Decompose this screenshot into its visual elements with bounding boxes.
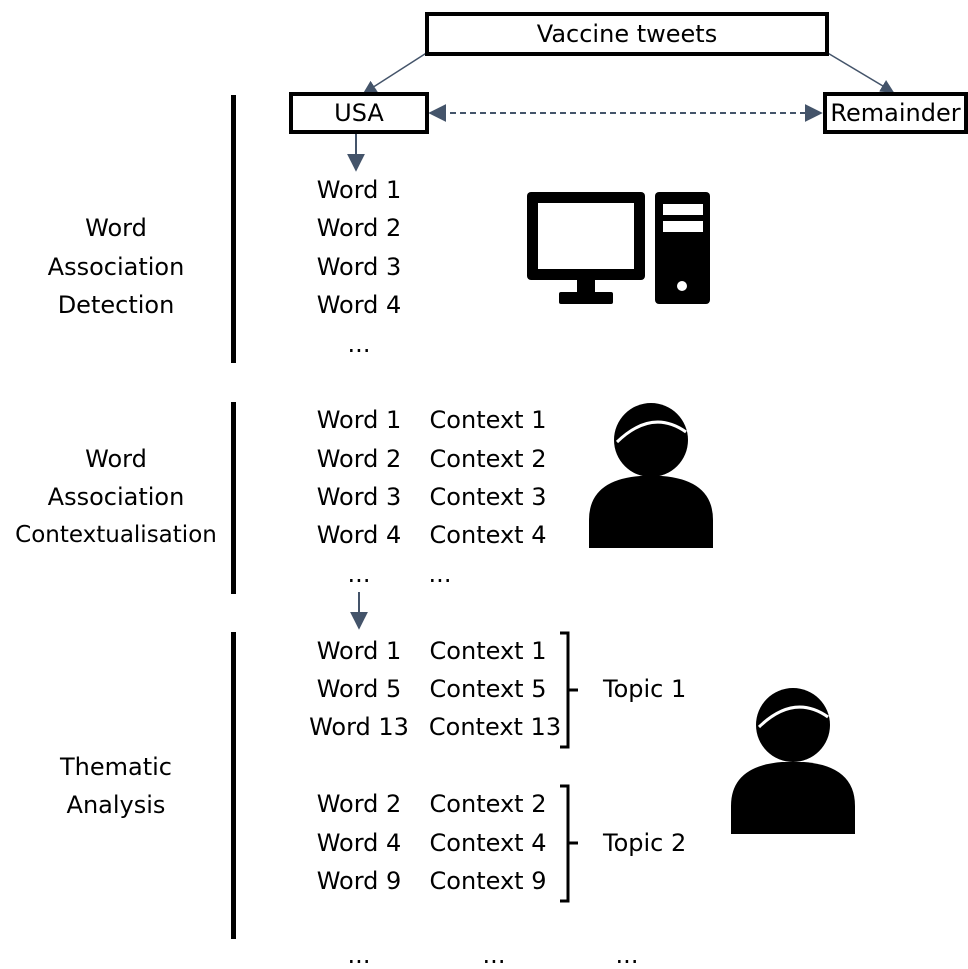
- context-word: Word 2: [316, 445, 402, 473]
- bottom-ellipsis-words: ...: [347, 941, 371, 969]
- topic-2-word: Word 4: [316, 829, 402, 857]
- context-word: Word 3: [316, 483, 402, 511]
- vaccine-tweets-label: Vaccine tweets: [536, 20, 718, 48]
- stage-label-thematic-1: Thematic: [60, 753, 172, 781]
- detection-word: Word 4: [316, 291, 402, 319]
- topic-2-label: Topic 2: [603, 829, 687, 857]
- bottom-ellipsis-contexts: ...: [482, 941, 506, 969]
- topic-1-word: Word 13: [309, 713, 409, 741]
- context-label: Context 4: [429, 521, 547, 549]
- topic-1-context: Context 13: [428, 713, 562, 741]
- bottom-ellipsis-topics: ...: [615, 941, 639, 969]
- topic-1-word: Word 1: [316, 637, 402, 665]
- context-word: Word 4: [316, 521, 402, 549]
- context-label-ellipsis: ...: [428, 560, 452, 588]
- context-word-ellipsis: ...: [347, 560, 371, 588]
- usa-box: USA: [289, 92, 429, 134]
- topic-1-context: Context 5: [429, 675, 547, 703]
- topic-1-context: Context 1: [429, 637, 547, 665]
- stage-label-detection-2: Association: [47, 253, 185, 281]
- stage-label-context-3: Contextualisation: [15, 522, 217, 548]
- person-icon: [589, 403, 713, 548]
- context-label: Context 1: [429, 406, 547, 434]
- stage-bar-detection: [231, 95, 236, 363]
- topic-1-word: Word 5: [316, 675, 402, 703]
- topic-2-context: Context 9: [429, 867, 547, 895]
- computer-icon: [527, 192, 710, 304]
- topic-2-context: Context 2: [429, 790, 547, 818]
- stage-label-thematic-2: Analysis: [66, 791, 166, 819]
- detection-word: Word 2: [316, 214, 402, 242]
- topic-2-word: Word 2: [316, 790, 402, 818]
- topic-2-context: Context 4: [429, 829, 547, 857]
- usa-label: USA: [334, 99, 384, 127]
- arrow-to-remainder: [825, 51, 895, 93]
- stage-bar-contextualisation: [231, 402, 236, 594]
- bracket-topic-2: [560, 784, 578, 903]
- stage-bar-thematic: [231, 632, 236, 939]
- stage-label-detection-3: Detection: [57, 291, 175, 319]
- stage-label-detection-1: Word: [85, 214, 147, 242]
- remainder-box: Remainder: [823, 92, 968, 134]
- context-label: Context 3: [429, 483, 547, 511]
- context-label: Context 2: [429, 445, 547, 473]
- context-word: Word 1: [316, 406, 402, 434]
- topic-1-label: Topic 1: [603, 675, 687, 703]
- stage-label-context-1: Word: [85, 445, 147, 473]
- detection-word: Word 3: [316, 253, 402, 281]
- detection-ellipsis: ...: [347, 330, 371, 358]
- arrow-to-usa: [362, 51, 429, 94]
- remainder-label: Remainder: [830, 99, 961, 127]
- bracket-topic-1: [560, 631, 578, 749]
- person-icon-2: [731, 688, 855, 834]
- detection-word: Word 1: [316, 176, 402, 204]
- vaccine-tweets-box: Vaccine tweets: [425, 12, 829, 56]
- topic-2-word: Word 9: [316, 867, 402, 895]
- stage-label-context-2: Association: [47, 483, 185, 511]
